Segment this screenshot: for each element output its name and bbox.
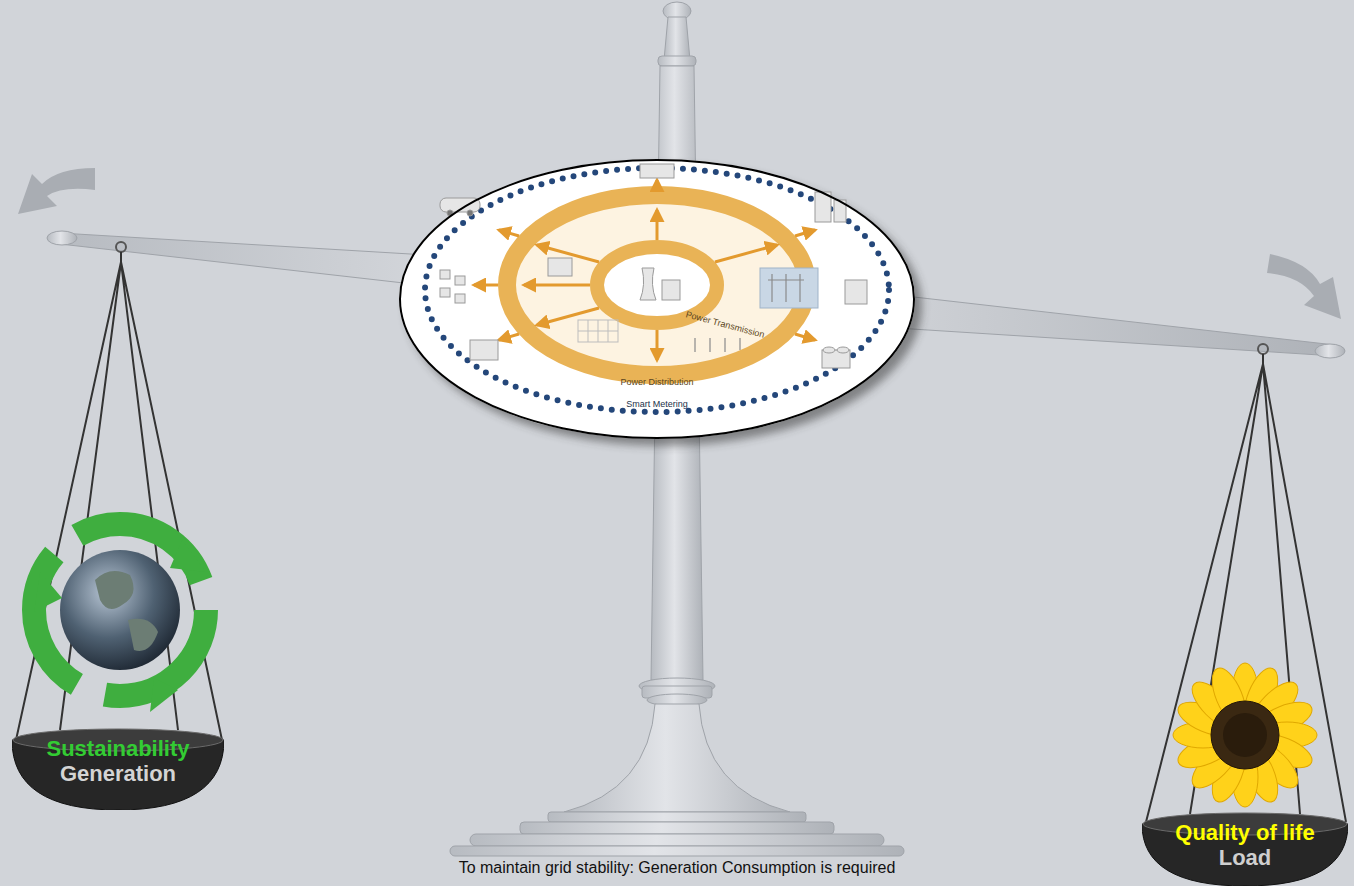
caption-text: To maintain grid stability: Generation C… (455, 859, 900, 877)
tilt-arrow (18, 168, 95, 214)
hook-ring (116, 242, 126, 252)
grid-oval: Power TransmissionPower DistributionSmar… (399, 159, 915, 439)
oval-border (400, 160, 914, 438)
oval-outline (399, 159, 915, 439)
load-pan: Quality of lifeLoad (1142, 812, 1348, 886)
hook-ring (1258, 344, 1268, 354)
caption-row: To maintain grid stability: Generation C… (0, 859, 1354, 877)
recycling-globe (34, 524, 206, 712)
pan-heading: Quality of life (1175, 820, 1314, 845)
smart-grid-illustration (425, 164, 889, 412)
pan-label: Load (1219, 845, 1272, 870)
ring-label: Power Transmission (685, 310, 766, 340)
generation-pan: SustainabilityGeneration (12, 728, 224, 810)
ring-label: Power Distribution (620, 378, 693, 387)
sunflower (1173, 663, 1317, 807)
pan-label: Generation (60, 761, 176, 786)
pan-heading: Sustainability (46, 736, 189, 761)
tilt-arrow (1267, 254, 1341, 319)
ring-label: Smart Metering (626, 400, 688, 409)
oval-ground (399, 159, 915, 439)
pan-text-column: SustainabilityGeneration (12, 728, 224, 787)
pan-text-column: Quality of lifeLoad (1142, 812, 1348, 871)
